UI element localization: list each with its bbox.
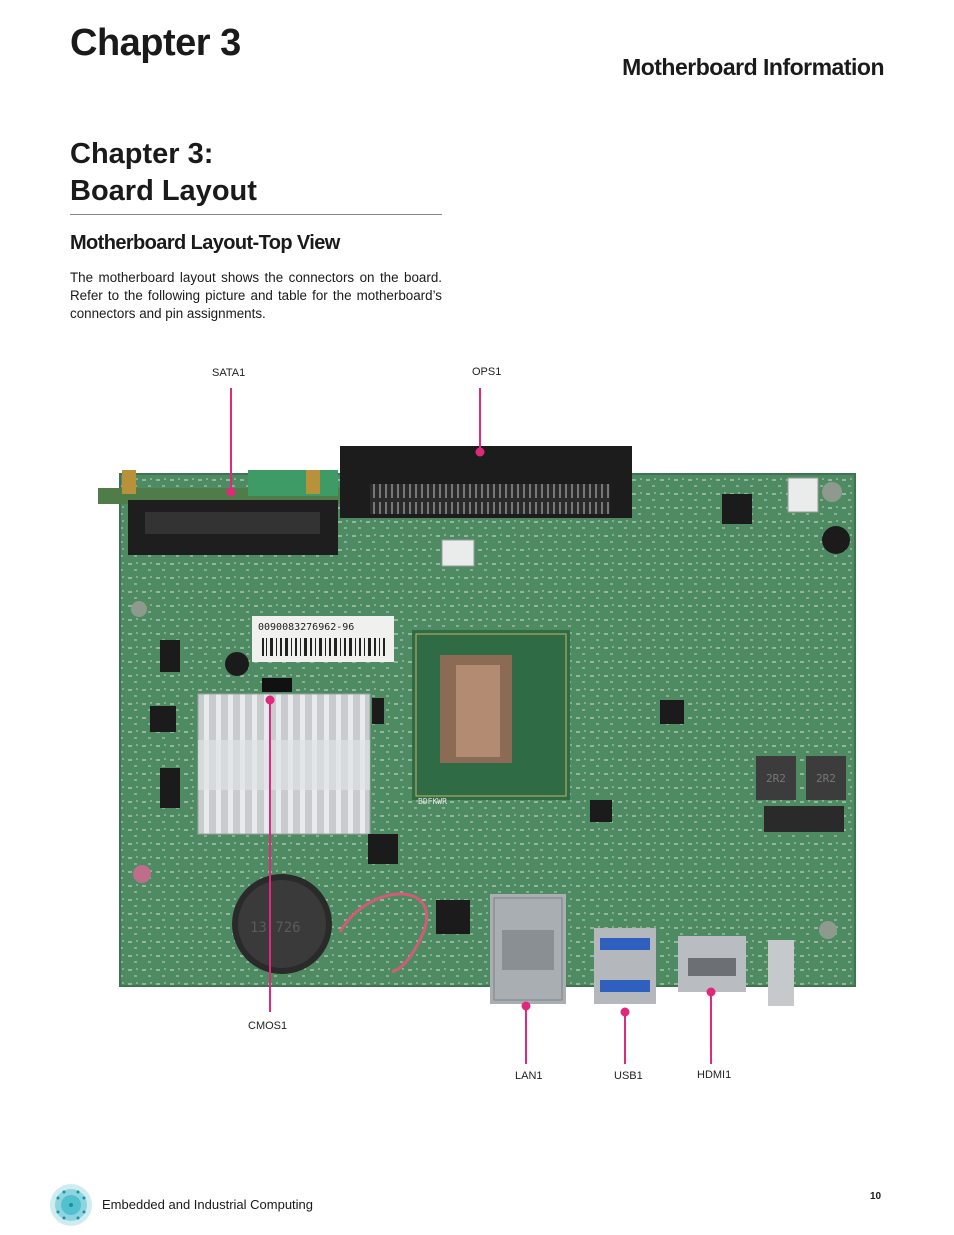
callout-lines <box>226 388 716 1064</box>
lan1-connector <box>490 894 566 1004</box>
cmos-battery: 13 726 <box>232 874 332 974</box>
cpu-chip-label: BDFKWR <box>418 797 447 806</box>
heatsink <box>197 693 371 835</box>
sata1-connector <box>98 470 348 555</box>
hdmi1-connector <box>678 936 746 992</box>
usb1-connector <box>594 928 656 1004</box>
label-sata1: SATA1 <box>212 367 246 379</box>
small-components <box>131 482 850 939</box>
globe-dots-icon <box>50 1184 92 1226</box>
label-ops1: OPS1 <box>472 366 502 378</box>
label-hdmi1: HDMI1 <box>697 1069 732 1081</box>
white-header <box>441 539 475 567</box>
page-title-line2: Board Layout <box>70 175 257 207</box>
cpu-package: BDFKWR <box>412 630 570 806</box>
subheading: Motherboard Layout-Top View <box>70 232 340 254</box>
sticker-text: 0090083276962-96 <box>258 622 354 633</box>
label-usb1: USB1 <box>614 1070 643 1082</box>
serial-sticker: 0090083276962-96 <box>252 616 394 662</box>
section-title: Motherboard Information <box>622 54 884 80</box>
page-title-line1: Chapter 3: <box>70 138 214 170</box>
fan-header <box>787 477 819 513</box>
title-block: Chapter 3: Board Layout <box>70 136 442 215</box>
title-divider <box>70 214 442 215</box>
footer-text: Embedded and Industrial Computing <box>102 1197 314 1212</box>
inductors: 2R2 2R2 <box>756 756 846 832</box>
ops1-connector <box>340 446 632 518</box>
chapter-label: Chapter 3 <box>70 22 241 64</box>
battery-wire <box>338 892 429 974</box>
label-lan1: LAN1 <box>515 1070 543 1082</box>
battery-label: 13 726 <box>250 920 301 936</box>
body-paragraph: The motherboard layout shows the connect… <box>70 270 442 321</box>
cmos1-header <box>262 678 292 692</box>
inductor-label-1: 2R2 <box>766 772 786 785</box>
label-cmos1: CMOS1 <box>248 1020 288 1032</box>
power-jack <box>768 940 794 1006</box>
inductor-label-2: 2R2 <box>816 772 836 785</box>
page-number: 10 <box>870 1191 882 1202</box>
